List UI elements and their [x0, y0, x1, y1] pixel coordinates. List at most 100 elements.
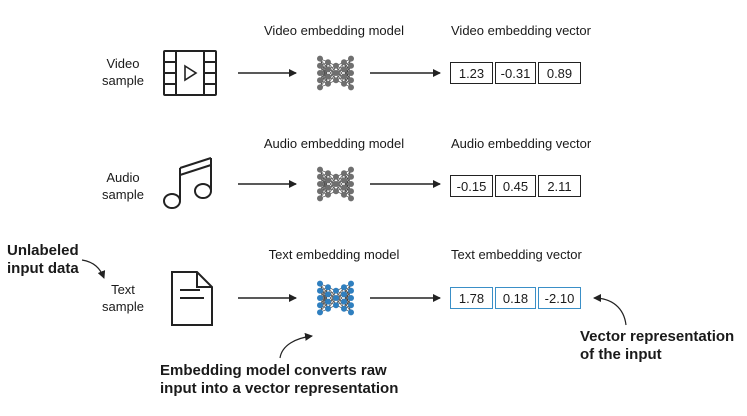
network-edge — [343, 58, 352, 84]
model-note-annotation: Embedding model converts raw input into … — [160, 362, 398, 398]
network-edge — [319, 62, 329, 88]
model-note-line1: Embedding model converts raw — [160, 362, 387, 379]
network-node — [325, 191, 331, 198]
music-note-icon — [163, 157, 212, 209]
network-node — [325, 59, 331, 66]
network-edge — [319, 287, 329, 313]
neural-network-icon-audio — [317, 166, 354, 202]
network-node — [341, 59, 347, 66]
vector-note-annotation: Vector representation of the input — [580, 328, 734, 364]
network-node — [325, 305, 331, 312]
network-node — [317, 70, 323, 76]
network-node — [317, 173, 323, 180]
audio-vector-label: Audio embedding vector — [451, 136, 592, 151]
network-edge — [343, 58, 352, 77]
network-node — [341, 305, 347, 312]
network-edge — [335, 173, 345, 192]
audio-vector-cell-3: 2.11 — [538, 175, 581, 197]
network-node — [348, 280, 354, 287]
network-node — [341, 291, 347, 298]
network-node — [341, 170, 347, 177]
network-node — [333, 70, 339, 76]
network-node — [317, 84, 323, 91]
model-note-curve-arrow — [279, 332, 313, 359]
network-edge — [343, 169, 352, 195]
unlabeled-input-annotation: Unlabeled input data — [7, 242, 79, 278]
video-sample-label: Video sample — [96, 55, 150, 89]
network-node — [317, 287, 323, 294]
network-node — [348, 181, 354, 187]
network-node — [333, 295, 339, 301]
network-node — [333, 302, 339, 309]
network-node — [325, 298, 331, 305]
network-node — [325, 73, 331, 80]
network-node — [348, 287, 354, 294]
unlabeled-line2: input data — [7, 260, 79, 277]
network-node — [333, 77, 339, 84]
network-node — [317, 302, 323, 309]
network-edge — [343, 290, 352, 309]
network-node — [325, 80, 331, 87]
network-edge — [343, 283, 352, 309]
network-node — [333, 287, 339, 294]
network-node — [325, 177, 331, 184]
video-vector-cell-1: 1.23 — [450, 62, 493, 84]
vector-note-line2: of the input — [580, 346, 662, 363]
network-node — [348, 195, 354, 202]
network-node — [317, 195, 323, 202]
network-node — [317, 62, 323, 69]
video-vector-cell-2: -0.31 — [495, 62, 536, 84]
text-vector-label: Text embedding vector — [451, 247, 582, 262]
vector-note-curve-arrow — [593, 294, 627, 326]
network-edge — [343, 169, 352, 188]
network-edge — [343, 283, 352, 302]
neural-network-icon-video — [317, 55, 354, 91]
network-node — [325, 66, 331, 73]
text-vector-cell-1: 1.78 — [450, 287, 493, 309]
network-node — [341, 298, 347, 305]
network-node — [317, 295, 323, 301]
network-node — [317, 280, 323, 287]
network-node — [333, 173, 339, 180]
network-node — [348, 55, 354, 62]
audio-sample-label: Audio sample — [96, 169, 150, 203]
network-edge — [327, 65, 337, 84]
neural-network-icon-text — [317, 280, 354, 316]
network-node — [317, 309, 323, 316]
network-node — [325, 184, 331, 191]
unlabeled-line1: Unlabeled — [7, 242, 79, 259]
network-edge — [335, 62, 345, 81]
network-node — [348, 173, 354, 180]
audio-vector-cell-2: 0.45 — [495, 175, 536, 197]
network-node — [325, 291, 331, 298]
text-sample-line1: Text — [111, 282, 135, 297]
text-vector-cell-2: 0.18 — [495, 287, 536, 309]
vector-note-line1: Vector representation — [580, 328, 735, 345]
document-icon — [171, 271, 213, 326]
text-vector-cell-3: -2.10 — [538, 287, 581, 309]
network-node — [341, 191, 347, 198]
network-node — [317, 166, 323, 173]
network-edge — [319, 62, 329, 81]
network-node — [333, 62, 339, 69]
network-edge — [335, 287, 345, 306]
text-sample-label: Text sample — [96, 281, 150, 315]
network-node — [317, 77, 323, 84]
network-node — [348, 188, 354, 195]
network-node — [348, 309, 354, 316]
network-node — [348, 77, 354, 84]
network-node — [348, 84, 354, 91]
audio-model-label: Audio embedding model — [263, 136, 405, 151]
network-edge — [319, 287, 329, 306]
audio-vector-cell-1: -0.15 — [450, 175, 493, 197]
network-edge — [327, 176, 337, 195]
model-note-line2: input into a vector representation — [160, 380, 399, 397]
network-node — [325, 284, 331, 291]
network-edge — [319, 173, 329, 192]
audio-sample-line2: sample — [102, 187, 144, 202]
video-model-label: Video embedding model — [264, 23, 404, 38]
unlabeled-curve-arrow — [81, 259, 106, 279]
network-node — [348, 62, 354, 69]
